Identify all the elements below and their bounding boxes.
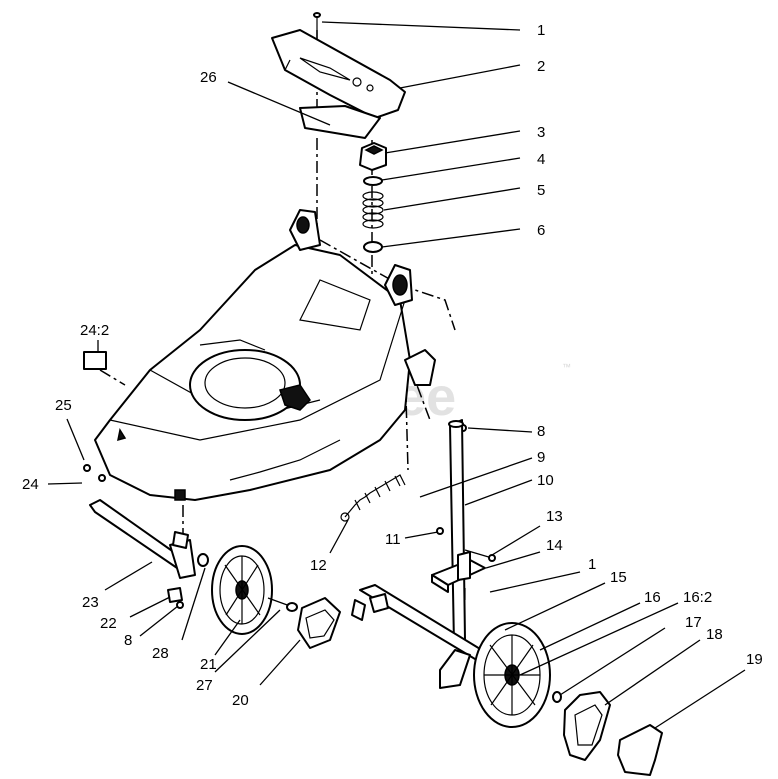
callout-20: 20	[232, 692, 249, 709]
callout-8-bottom: 8	[124, 632, 132, 649]
hubcap-part-18	[563, 691, 611, 761]
decal-part-24-2	[83, 351, 107, 370]
callout-25: 25	[55, 397, 72, 414]
knob-part-3	[359, 142, 387, 171]
bolt-part-27	[267, 597, 298, 612]
callout-5: 5	[537, 182, 545, 199]
callout-24: 24	[22, 476, 39, 493]
washer-part-17	[552, 691, 562, 703]
axle-part-23	[89, 499, 196, 579]
decal-part-26	[299, 105, 381, 139]
screw-part-1	[313, 12, 321, 40]
front-wheel-part-21	[211, 545, 273, 635]
callout-17: 17	[685, 614, 702, 631]
callout-24-2: 24:2	[80, 322, 109, 339]
rear-wheel-part-16	[473, 622, 551, 728]
callout-27: 27	[196, 677, 213, 694]
callout-8-top: 8	[537, 423, 545, 440]
centerline-decal	[99, 369, 126, 386]
watermark-trademark: ™	[562, 362, 571, 372]
washer-part-6	[363, 241, 383, 253]
callout-18: 18	[706, 626, 723, 643]
mower-deck	[94, 244, 411, 501]
callout-1b: 1	[588, 556, 596, 573]
leader-lines	[47, 21, 746, 729]
callout-28: 28	[152, 645, 169, 662]
callout-26: 26	[200, 69, 217, 86]
centerline-handle	[319, 239, 456, 331]
washer-part-4	[363, 176, 383, 186]
rear-handle-bracket	[289, 209, 436, 386]
pin-part-25	[83, 464, 106, 482]
callout-1: 1	[537, 22, 545, 39]
callout-10: 10	[537, 472, 554, 489]
callout-16-2: 16:2	[683, 589, 712, 606]
callout-21: 21	[200, 656, 217, 673]
spring-part-5	[362, 191, 384, 229]
callout-22: 22	[100, 615, 117, 632]
rear-axle-part-15	[351, 584, 491, 663]
washer-part-28	[197, 553, 209, 567]
cover-part-19	[617, 724, 663, 776]
bracket-part-22	[167, 587, 184, 609]
callout-23: 23	[82, 594, 99, 611]
callout-15: 15	[610, 569, 627, 586]
height-lever	[439, 649, 471, 689]
spring-part-12	[340, 474, 406, 522]
callout-labels: 1 2 26 3 4 5 6 24:2 25 24 8 9 10 11 12 1…	[22, 22, 763, 709]
handle-cover-part-2	[271, 29, 406, 119]
screw-part-11	[436, 527, 444, 535]
bracket-part-14	[431, 551, 486, 593]
height-tube-part-10	[448, 419, 466, 646]
callout-11: 11	[385, 531, 401, 548]
callout-19: 19	[746, 651, 763, 668]
hubcap-part-20	[297, 597, 341, 649]
callout-12: 12	[310, 557, 327, 574]
callout-2: 2	[537, 58, 545, 75]
callout-16: 16	[644, 589, 661, 606]
callout-13: 13	[546, 508, 563, 525]
callout-14: 14	[546, 537, 563, 554]
callout-3: 3	[537, 124, 545, 141]
callout-6: 6	[537, 222, 545, 239]
callout-4: 4	[537, 151, 545, 168]
callout-9: 9	[537, 449, 545, 466]
